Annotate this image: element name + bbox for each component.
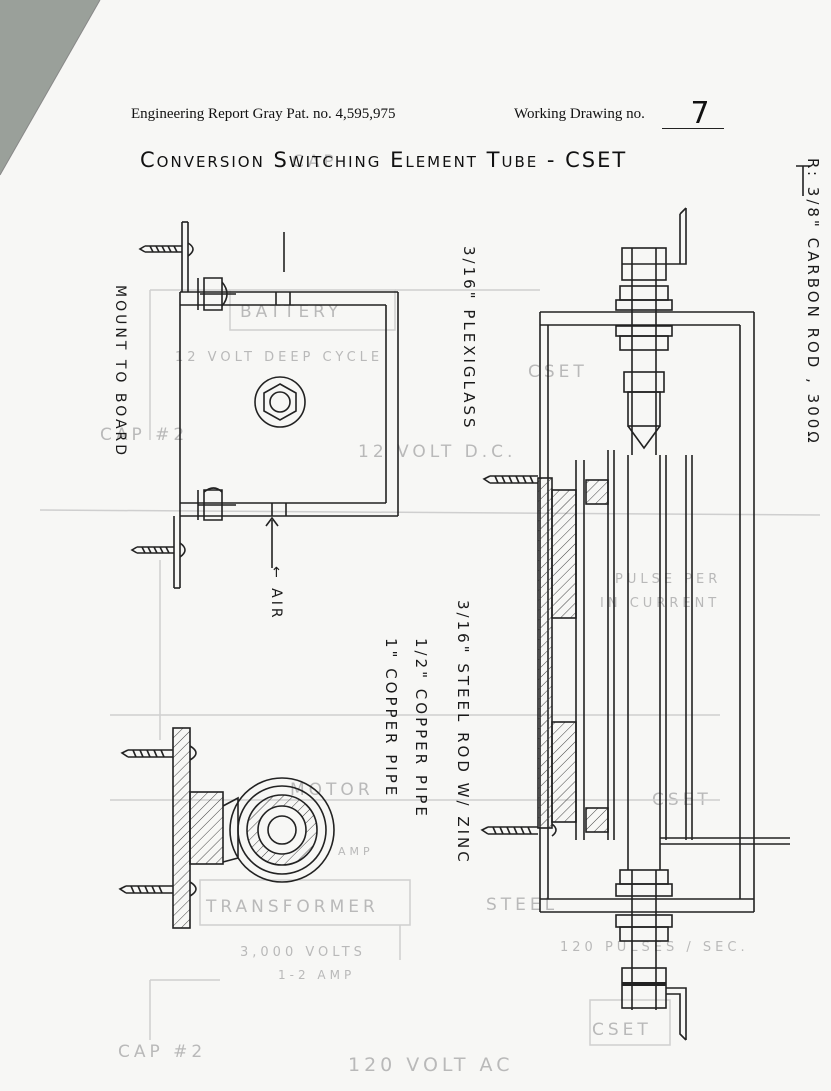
ghost-cap2-top: CAP #2	[100, 425, 189, 445]
plexiglass-label: 3/16" PLEXIGLASS	[460, 246, 478, 431]
ghost-dc-volt: 12 VOLT D.C.	[358, 442, 517, 462]
ghost-cset-top: CSET	[528, 362, 588, 382]
cset-tube-assembly	[480, 207, 790, 1041]
tube-end-view	[118, 727, 335, 929]
ghost-schematic	[39, 289, 821, 1046]
resistor-symbol	[796, 165, 810, 196]
ghost-amp: AMP	[338, 845, 374, 858]
report-header: Engineering Report Gray Pat. no. 4,595,9…	[131, 106, 396, 122]
drawing-number: 7	[690, 96, 710, 131]
ghost-transformer: TRANSFORMER	[206, 897, 379, 917]
ghost-pulses: 120 PULSES / SEC.	[560, 940, 749, 955]
air-label: ← AIR	[268, 566, 284, 621]
resistor-label: R: 3/8" CARBON ROD , 300Ω	[804, 158, 822, 446]
ghost-deep-cycle: 12 VOLT DEEP CYCLE	[175, 350, 384, 365]
drawing-number-underline	[662, 128, 724, 129]
steel-rod-label: 3/16" STEEL ROD W/ ZINC	[454, 600, 472, 865]
ghost-cset-bottom: CSET	[592, 1020, 652, 1040]
ghost-steel: STEEL	[486, 895, 559, 915]
drawing-label: Working Drawing no.	[514, 106, 645, 122]
plexiglass-box-side-view	[130, 221, 399, 589]
ghost-cap: CAP	[292, 152, 338, 172]
ghost-current: IN CURRENT	[600, 596, 721, 611]
ghost-cap2-bottom: CAP #2	[118, 1042, 207, 1062]
page-title: Conversion Switching Element Tube - CSET	[140, 148, 628, 172]
copper-half-label: 1/2" COPPER PIPE	[412, 638, 430, 819]
ghost-ac: 120 VOLT AC	[348, 1054, 514, 1076]
mount-to-board-label: MOUNT TO BOARD	[112, 285, 128, 459]
ghost-volts: 3,000 VOLTS	[240, 945, 366, 960]
ghost-amps: 1-2 AMP	[278, 968, 356, 982]
ghost-battery: BATTERY	[240, 302, 343, 322]
copper-one-label: 1" COPPER PIPE	[382, 638, 400, 799]
